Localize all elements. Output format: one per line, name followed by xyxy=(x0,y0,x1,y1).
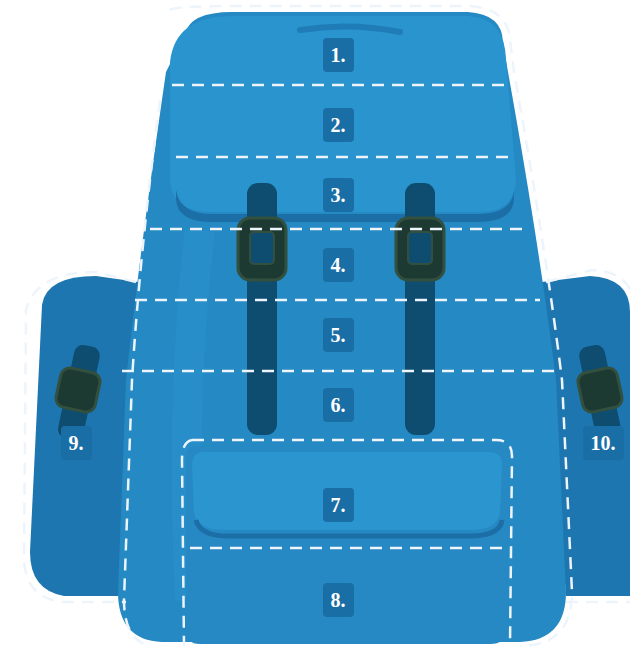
callout-number: 2. xyxy=(323,108,354,142)
callout-number: 3. xyxy=(323,178,354,212)
callout-number: 6. xyxy=(323,388,354,422)
callout-number: 1. xyxy=(323,38,354,72)
pocket-flap xyxy=(192,452,502,530)
top-flap xyxy=(170,16,516,212)
buckle xyxy=(396,218,444,280)
callout-number: 8. xyxy=(323,583,354,617)
zone-lines xyxy=(24,6,630,646)
buckle-slot xyxy=(250,232,274,264)
callout-number: 9. xyxy=(61,426,92,460)
buckle-slot xyxy=(408,232,432,264)
buckle xyxy=(238,218,286,280)
backpack-body xyxy=(118,12,566,642)
pocket-flap-shadow xyxy=(196,520,502,536)
callout-number: 5. xyxy=(323,318,354,352)
callout-number: 10. xyxy=(583,426,624,460)
side-buckle xyxy=(54,366,101,413)
callout-number: 4. xyxy=(323,248,354,282)
side-buckle xyxy=(576,366,623,413)
callout-number: 7. xyxy=(323,488,354,522)
front-pocket xyxy=(186,446,508,644)
flap-seam xyxy=(300,26,400,32)
